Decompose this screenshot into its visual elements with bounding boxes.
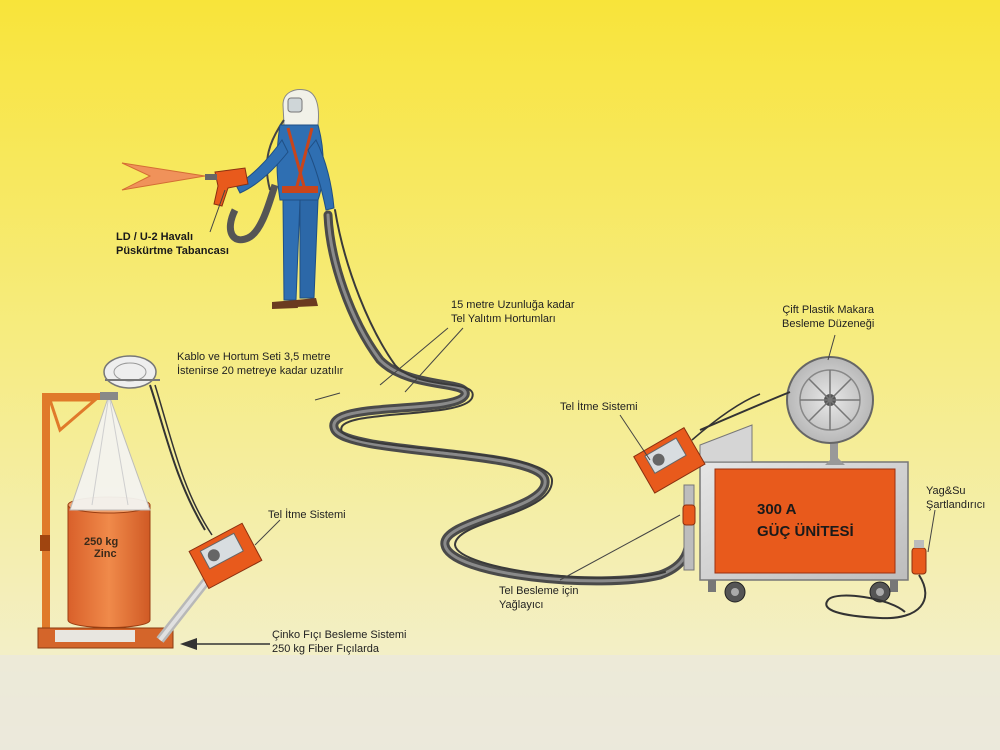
label-hoses: 15 metre Uzunluğa kadar Tel Yalıtım Hort… <box>451 298 575 326</box>
label-conditioner-line-1: Yag&Su <box>926 484 985 498</box>
label-lubricator: Tel Besleme için Yağlayıcı <box>499 584 578 612</box>
label-cable-set: Kablo ve Hortum Seti 3,5 metre İstenirse… <box>177 350 343 378</box>
drum-label-line-2: Zinc <box>84 548 118 560</box>
label-hoses-line-2: Tel Yalıtım Hortumları <box>451 312 575 326</box>
label-cable-set-line-1: Kablo ve Hortum Seti 3,5 metre <box>177 350 343 364</box>
label-gun-line-1: LD / U-2 Havalı <box>116 230 229 244</box>
label-conditioner: Yag&Su Şartlandırıcı <box>926 484 985 512</box>
label-lubricator-line-1: Tel Besleme için <box>499 584 578 598</box>
label-lubricator-line-2: Yağlayıcı <box>499 598 578 612</box>
label-reel: Çift Plastik Makara Besleme Düzeneği <box>782 303 874 331</box>
label-gun-line-2: Püskürtme Tabancası <box>116 244 229 258</box>
label-push-left: Tel İtme Sistemi <box>268 508 346 522</box>
label-drum-feed-line-2: 250 kg Fiber Fıçılarda <box>272 642 406 656</box>
label-reel-line-2: Besleme Düzeneği <box>782 317 874 331</box>
drum-label-line-1: 250 kg <box>84 536 118 548</box>
label-cable-set-line-2: İstenirse 20 metreye kadar uzatılır <box>177 364 343 378</box>
label-push-right: Tel İtme Sistemi <box>560 400 638 414</box>
label-hoses-line-1: 15 metre Uzunluğa kadar <box>451 298 575 312</box>
label-drum-feed: Çinko Fıçı Besleme Sistemi 250 kg Fiber … <box>272 628 406 656</box>
drum-label: 250 kg Zinc <box>84 536 118 560</box>
label-gun: LD / U-2 Havalı Püskürtme Tabancası <box>116 230 229 258</box>
bottom-band <box>0 655 1000 750</box>
label-drum-feed-line-1: Çinko Fıçı Besleme Sistemi <box>272 628 406 642</box>
power-unit-line-1: 300 A <box>757 499 854 521</box>
label-conditioner-line-2: Şartlandırıcı <box>926 498 985 512</box>
power-unit-label: 300 A GÜÇ ÜNİTESİ <box>757 499 854 543</box>
label-reel-line-1: Çift Plastik Makara <box>782 303 874 317</box>
power-unit-line-2: GÜÇ ÜNİTESİ <box>757 521 854 543</box>
